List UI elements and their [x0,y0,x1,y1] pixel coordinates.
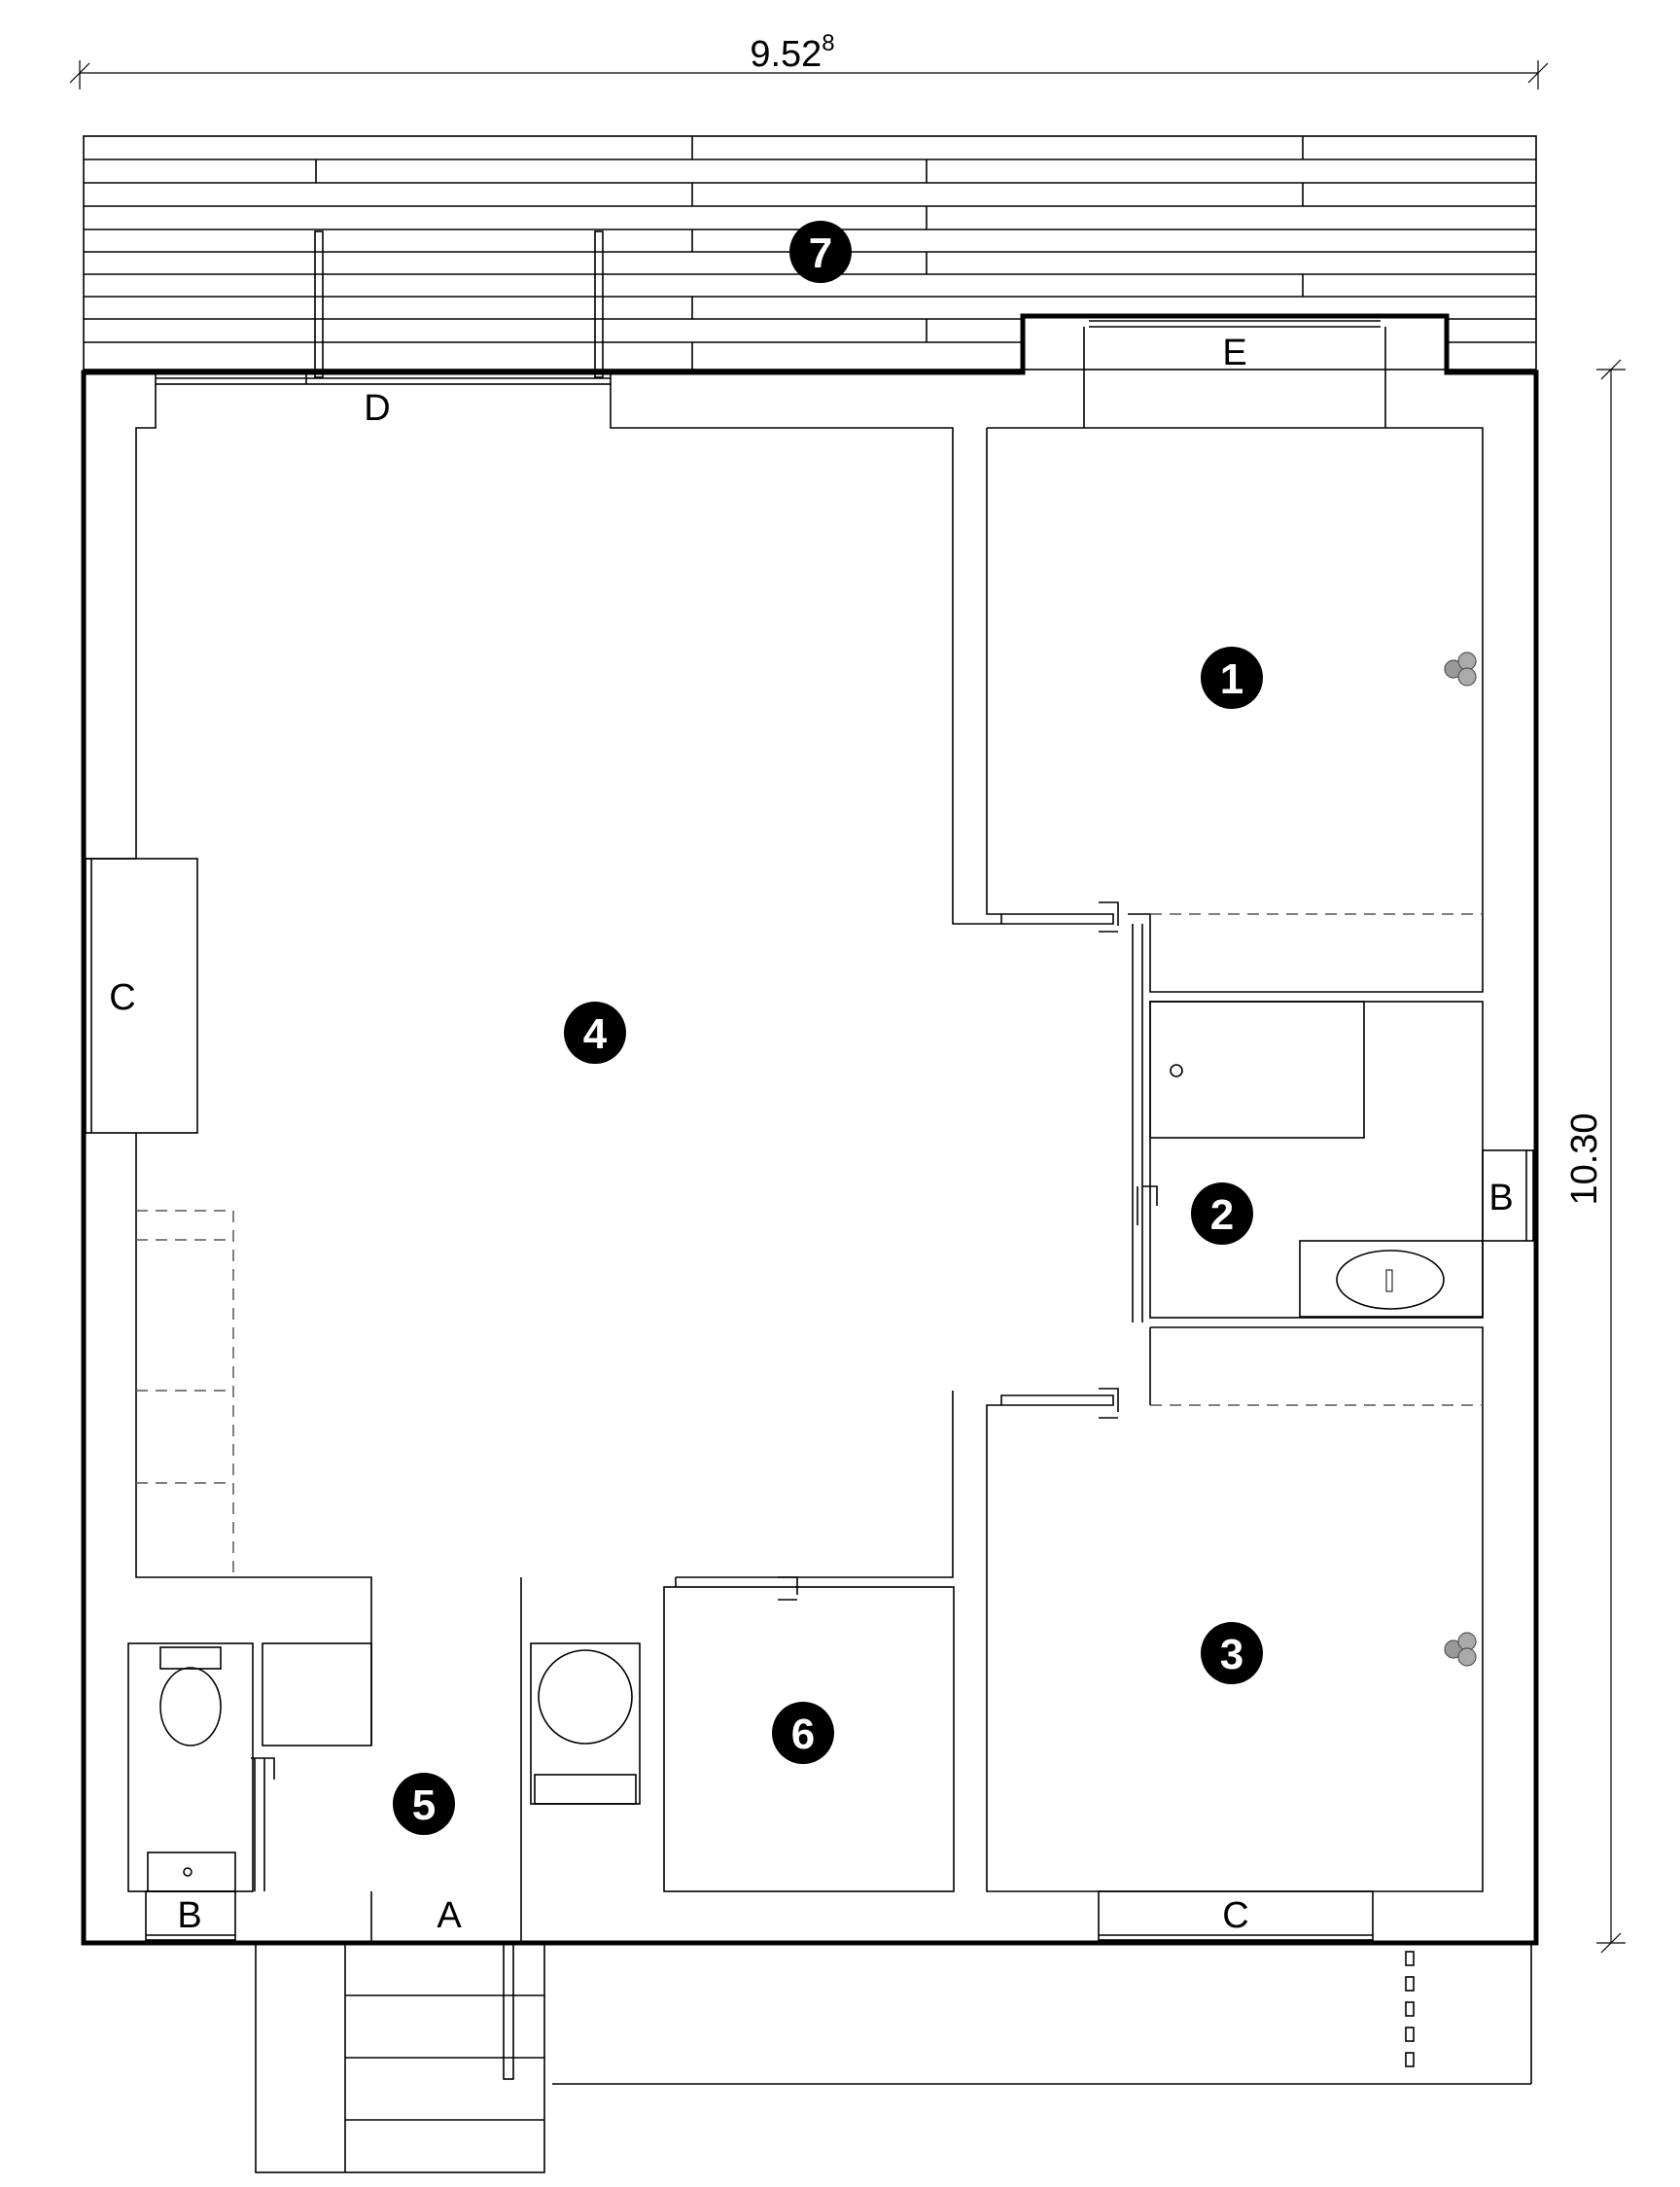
room-badge-1: 1 [1201,647,1263,709]
entry-wc-5 [127,1642,522,1943]
window-e-label: E [1222,333,1246,373]
depth-dimension-value: 10.30 [1564,1112,1605,1205]
room-badge-5: 5 [393,1773,455,1835]
room-badge-4-number: 4 [583,1010,608,1058]
living-room-outline [84,384,1001,1887]
exterior-wall [81,313,1539,1946]
window-d[interactable]: D [155,371,612,429]
window-e[interactable]: E [1083,320,1386,428]
bedroom-3 [986,1326,1484,1941]
bedroom-1 [986,427,1484,993]
svg-text:9.528: 9.528 [750,30,834,75]
room-badge-6: 6 [772,1702,834,1764]
sink-icon [1336,1250,1445,1310]
window-c-left-label: C [109,977,135,1018]
room-6 [530,1576,955,1892]
toilet-icon [159,1667,222,1746]
entry-door-a-label: A [437,1895,462,1936]
window-b-right-label: B [1488,1178,1513,1218]
room-badge-3: 3 [1201,1622,1263,1684]
width-dimension-line: 9.528 [69,30,1549,89]
room-badge-4: 4 [564,1002,626,1064]
width-dimension-superscript: 8 [822,30,834,56]
window-d-label: D [364,388,390,429]
window-b-left-label: B [177,1895,201,1936]
width-dimension-value: 9.52 [750,34,822,75]
window-c-left[interactable]: C [85,858,198,1134]
room-badge-5-number: 5 [412,1781,436,1829]
room-badge-2-number: 2 [1210,1191,1234,1239]
room-badge-2: 2 [1191,1182,1253,1245]
deck-terrace [83,135,1537,378]
entrance-steps [255,1942,1532,2173]
washing-machine-icon [538,1649,633,1745]
bathroom-2 [1132,992,1534,1323]
room-badge-6-number: 6 [791,1711,815,1758]
room-badge-1-number: 1 [1220,655,1243,703]
room-badge-3-number: 3 [1220,1631,1243,1678]
depth-dimension-line: 10.30 [1564,359,1626,1954]
room-badge-7-number: 7 [809,229,832,277]
room-badge-7: 7 [789,221,852,283]
window-c-bottom-label: C [1222,1895,1248,1936]
kitchen-counter [136,1210,234,1577]
